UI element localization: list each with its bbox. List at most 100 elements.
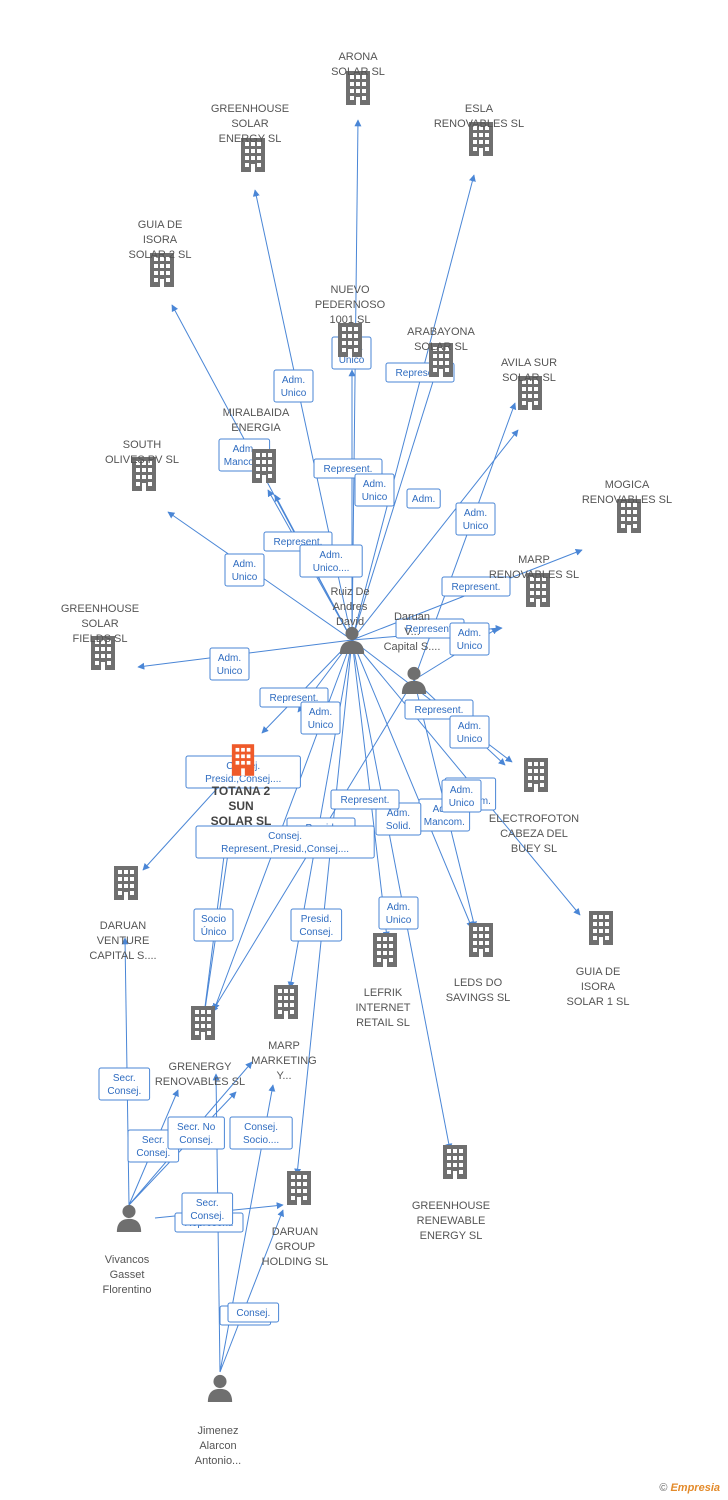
edge-ruiz-to-lefrik: [351, 639, 390, 939]
building-icon[interactable]: [252, 449, 276, 483]
node-label: Jimenez: [198, 1425, 239, 1437]
node-label: ELECTROFOTON: [489, 813, 579, 825]
relation-label-text: Solid.: [386, 821, 411, 832]
relation-label-ruiz-electrofoton[interactable]: Represent.: [404, 699, 474, 720]
relation-label-ruiz-mogica[interactable]: Represent.: [441, 576, 511, 597]
building-icon[interactable]: [114, 866, 138, 900]
relation-label-text: Adm.: [233, 444, 256, 455]
relation-label-ruiz-nuevo_pedernoso[interactable]: Represent.: [313, 458, 383, 479]
building-icon[interactable]: [191, 1006, 215, 1040]
node-label: ARONA: [338, 51, 378, 63]
relation-label-daruan_capital-leds_do[interactable]: Adm.Unico: [441, 779, 482, 813]
building-icon[interactable]: [443, 1145, 467, 1179]
relation-label-ruiz-miralbaida[interactable]: Adm.Unico....: [299, 544, 363, 578]
building-icon-highlighted[interactable]: [231, 744, 255, 776]
relation-label-daruan_capital-electrofoton[interactable]: Adm.Unico: [449, 715, 490, 749]
relation-label-ruiz-grenergy[interactable]: Represent.: [330, 789, 400, 810]
brand-logo[interactable]: Empresia: [670, 1482, 720, 1494]
relation-label-text: Unico: [308, 720, 334, 731]
relation-label-ruiz-marp_marketing[interactable]: Presid.Consej.: [290, 908, 343, 942]
relation-label-daruan_capital-marp_renovables[interactable]: Adm.Unico: [449, 622, 490, 656]
node-label: VENTURE: [97, 935, 150, 947]
edge-ruiz-to-totana: [261, 639, 353, 734]
relation-label-text: Consej.: [190, 1211, 224, 1222]
node-label: ESLA: [465, 103, 494, 115]
relation-label-text: Único: [201, 925, 227, 938]
node-label: SAVINGS SL: [446, 992, 511, 1004]
relation-label-ruiz-totana[interactable]: Adm.Unico: [300, 701, 341, 735]
relation-label-box: [273, 369, 314, 403]
relation-label-box: [98, 1067, 151, 1101]
relation-label-jimenez-marp_marketing[interactable]: Consej.: [227, 1302, 280, 1323]
relation-label-vivancos-daruan_venture[interactable]: Secr.Consej.: [98, 1067, 151, 1101]
relation-label-text: Unico: [339, 355, 365, 366]
relation-label-ruiz-south_olives[interactable]: Adm.Unico: [224, 553, 265, 587]
relation-label-text: Unico....: [313, 563, 350, 574]
relation-label-text: Adm.: [458, 721, 481, 732]
node-label: SOLAR SL: [414, 341, 468, 353]
node-jimenez[interactable]: JimenezAlarconAntonio...: [195, 1374, 241, 1467]
relation-label-jimenez-grenergy[interactable]: Secr.Consej.: [181, 1192, 234, 1226]
relation-label-ruiz-greenhouse_solar_fields[interactable]: Adm.Unico: [209, 647, 250, 681]
relation-label-box: [449, 715, 490, 749]
node-marp_marketing[interactable]: MARPMARKETINGY...: [251, 985, 317, 1082]
relation-label-text: Unico: [281, 388, 307, 399]
building-icon[interactable]: [524, 758, 548, 792]
relation-label-text: Presid.,Consej....: [205, 774, 281, 785]
relation-label-box: [354, 473, 395, 507]
relation-label-ruiz-lefrik[interactable]: Adm.Unico: [378, 896, 419, 930]
relation-label-daruan_capital-avila_sur[interactable]: Adm.Unico: [455, 502, 496, 536]
building-icon[interactable]: [589, 911, 613, 945]
person-icon[interactable]: [207, 1374, 233, 1402]
node-label: ENERGY SL: [420, 1230, 483, 1242]
building-icon[interactable]: [287, 1171, 311, 1205]
relation-label-grenergy-totana[interactable]: Consej.Represent.,Presid.,Consej....: [195, 825, 375, 859]
relation-label-vivancos-marp_marketing[interactable]: Consej.Socio....: [229, 1116, 293, 1150]
node-label: GREENHOUSE: [61, 603, 139, 615]
node-label: MOGICA: [605, 479, 650, 491]
person-icon[interactable]: [116, 1204, 142, 1232]
node-label: ENERGIA: [231, 422, 281, 434]
relation-label-text: Secr. No: [177, 1122, 216, 1133]
relation-label-ruiz-arabayona[interactable]: Adm.Unico: [354, 473, 395, 507]
building-icon[interactable]: [338, 323, 362, 357]
relation-label-text: Unico: [449, 798, 475, 809]
relation-label-ruiz-avila_sur[interactable]: Adm.: [406, 488, 441, 509]
building-icon[interactable]: [469, 923, 493, 957]
building-icon[interactable]: [274, 985, 298, 1019]
relation-label-text: Secr.: [113, 1073, 136, 1084]
node-label: RETAIL SL: [356, 1017, 410, 1029]
building-icon[interactable]: [373, 933, 397, 967]
relation-label-text: Represent.: [406, 624, 455, 635]
relation-label-box: [455, 502, 496, 536]
node-label: RENEWABLE: [417, 1215, 486, 1227]
relation-label-ruiz-greenhouse_solar_energy[interactable]: Adm.Unico: [273, 369, 314, 403]
edge-ruiz-to-avila_sur: [351, 429, 519, 641]
